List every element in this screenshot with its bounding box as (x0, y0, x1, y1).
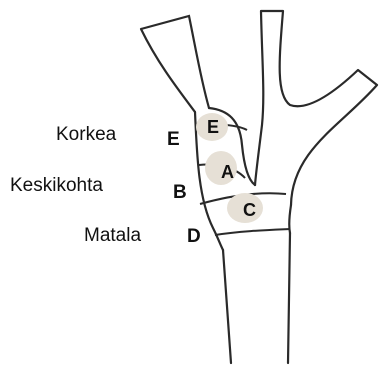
edge-marker-middle: B (173, 182, 187, 203)
right-branch-outline (255, 11, 377, 205)
label-middle: Keskikohta (10, 175, 103, 196)
label-low: Matala (84, 225, 141, 246)
boundary-line-bottom (215, 229, 290, 235)
zone-letter-middle: A (221, 162, 234, 182)
zone-letter-high: E (207, 117, 219, 137)
edge-marker-high: E (167, 129, 180, 150)
zone-letter-low: C (243, 200, 256, 220)
edge-marker-low: D (187, 226, 201, 247)
left-branch-outline (141, 16, 209, 112)
label-high: Korkea (56, 124, 117, 145)
common-trunk-outline (223, 233, 290, 363)
